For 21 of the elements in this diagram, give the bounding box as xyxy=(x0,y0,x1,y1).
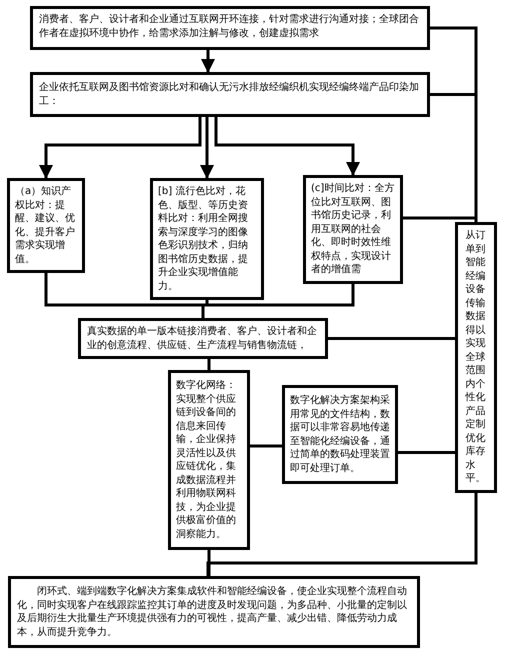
process-box: (c]时间比对：全方位比对互联网、图书馆历史记录，利用互联网的社会化、即时时效性维权特点，实现设计者的增值需 xyxy=(303,175,403,284)
process-box: 真实数据的单一版本链接消费者、客户、设计者和企业的创意流程、供应链、生产流程与销售物流链， xyxy=(78,318,328,359)
connector-line xyxy=(208,550,210,576)
arrow xyxy=(201,50,215,73)
connector-line xyxy=(328,337,455,340)
connector-line xyxy=(403,216,478,222)
process-box: 闭环式、端到端数字化解决方案集成软件和智能经编设备，使企业实现整个流程自动化，同时实现客户在线跟踪监控其订单的进度及时发现问题，为多品种、小批量的定制以及后期衍生大批量生产环境提供强有力的可视性，提高产量、减少出错、降低劳动力成本，从而提升竞争力。 xyxy=(8,576,420,648)
process-box: 数字化网络：实现整个供应链到设备间的信息来回传输，企业保持灵活性以及供应链优化，集成数据流程并利用物联网科技，为企业提供极富价值的洞察能力。 xyxy=(168,370,250,550)
process-box: [b] 流行色比对，花色、版型、等历史资料比对：利用全网搜索与深度学习的图像色彩识别技术，归纳图书馆历史数据，提升企业实现增值能力。 xyxy=(150,178,264,300)
process-box: 从订单到智能经编设备传输数据得以实现全球范围内个性化产品定制优化库存水平。 xyxy=(455,222,497,492)
connector-line xyxy=(398,451,455,454)
connector-line xyxy=(250,444,282,448)
connector-line xyxy=(208,359,210,370)
process-box: 消费者、客户、设计者和企业通过互联网开环连接，针对需求进行沟通对接；全球团合作者在虚拟环境中协作，给需求添加注解与修改，创建虚拟需求 xyxy=(30,6,430,50)
process-box: 企业依托互联网及图书馆资源比对和确认无污水排放经编织机实现经编终端产品印染加工： xyxy=(30,72,430,117)
connector-line xyxy=(206,492,478,576)
process-box: （a）知识产权比对：提醒、建议、优化、提升客户需求实现增值。 xyxy=(7,178,85,273)
process-box: 数字化解决方案架构采用常见的文件结构，数据可以非常容易地传递至智能化经编设备，通过简单的数码处理装置即可处理订单。 xyxy=(282,385,398,484)
arrow xyxy=(200,117,214,179)
arrow xyxy=(39,117,202,179)
arrow xyxy=(214,117,360,176)
